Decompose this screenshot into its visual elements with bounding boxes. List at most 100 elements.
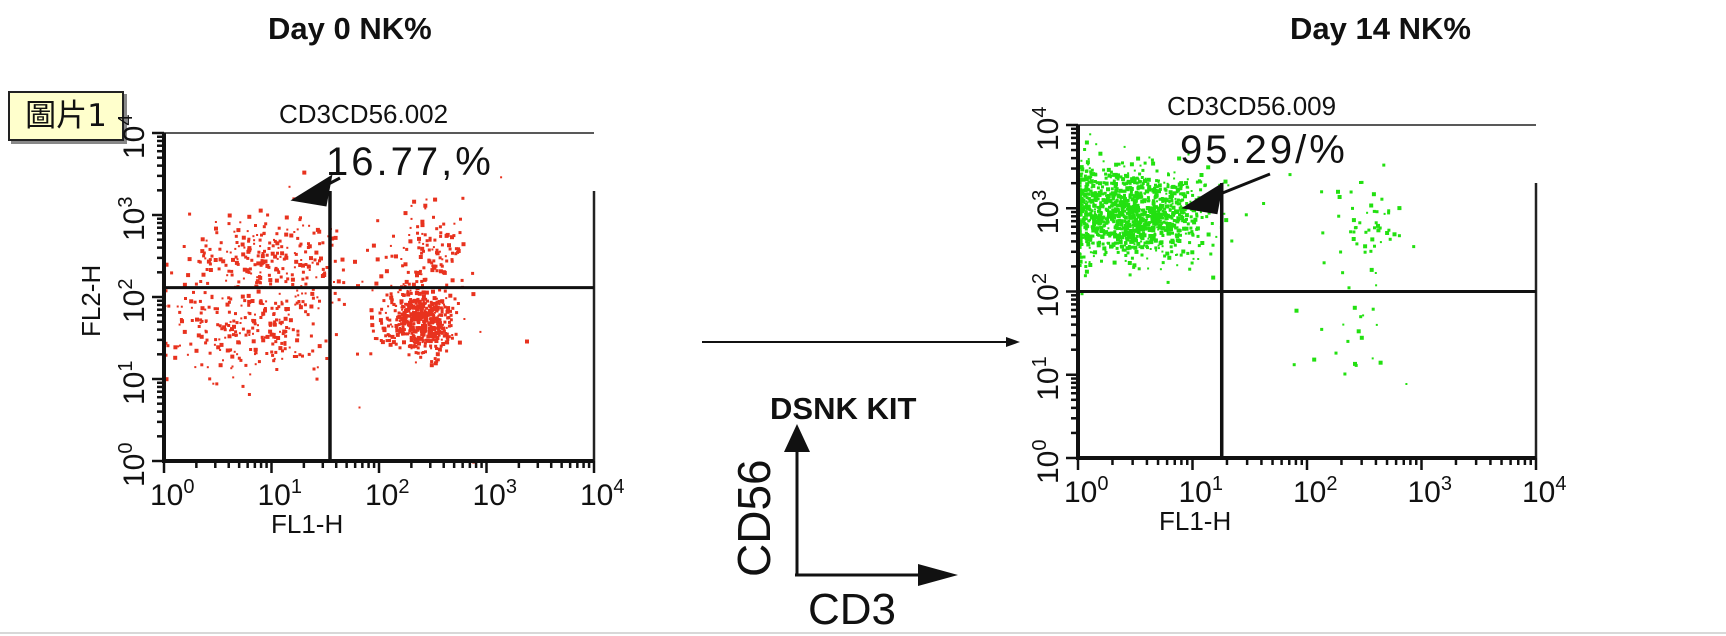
scatter-point: [1177, 232, 1180, 235]
scatter-point: [419, 355, 423, 359]
scatter-point: [274, 266, 278, 270]
scatter-point: [1140, 240, 1143, 243]
scatter-point: [1178, 206, 1183, 211]
scatter-point: [214, 338, 218, 342]
scatter-point: [1151, 201, 1156, 206]
scatter-point: [1127, 261, 1132, 265]
scatter-point: [1134, 199, 1138, 203]
scatter-point: [286, 228, 289, 231]
scatter-point: [1149, 248, 1152, 250]
scatter-point: [440, 331, 444, 335]
scatter-point: [1150, 215, 1154, 219]
scatter-point: [1143, 161, 1147, 165]
scatter-point: [413, 344, 416, 348]
scatter-point: [1087, 192, 1091, 196]
scatter-point: [433, 198, 437, 202]
scatter-point: [1186, 191, 1190, 195]
scatter-point: [1363, 250, 1367, 254]
scatter-point: [1163, 254, 1167, 258]
scatter-point: [418, 255, 423, 259]
scatter-point: [279, 275, 283, 279]
scatter-point: [448, 293, 453, 298]
scatter-point: [1371, 357, 1374, 360]
scatter-point: [1088, 237, 1092, 241]
x-axis-label: FL1-H: [271, 509, 343, 539]
scatter-point: [270, 350, 274, 354]
scatter-point: [1366, 211, 1369, 214]
scatter-point: [318, 242, 322, 246]
scatter-point: [1090, 194, 1093, 197]
scatter-point: [1349, 230, 1353, 234]
scatter-point: [204, 257, 207, 260]
scatter-point: [416, 297, 420, 301]
scatter-point: [235, 321, 239, 325]
scatter-point: [1123, 165, 1126, 168]
scatter-point: [1095, 220, 1100, 225]
scatter-point: [1090, 225, 1094, 229]
scatter-point: [393, 309, 397, 313]
scatter-point: [431, 338, 435, 342]
scatter-point: [190, 319, 194, 322]
scatter-point: [1129, 205, 1134, 210]
scatter-point: [218, 338, 221, 341]
scatter-point: [1149, 240, 1154, 245]
scatter-point: [1109, 170, 1113, 174]
scatter-point: [1078, 264, 1082, 267]
scatter-point: [406, 320, 410, 324]
scatter-point: [438, 269, 443, 274]
scatter-point: [447, 243, 451, 248]
scatter-point: [1172, 213, 1176, 217]
scatter-point: [1117, 204, 1121, 208]
scatter-point: [1136, 156, 1141, 161]
scatter-point: [1206, 165, 1211, 170]
scatter-point: [1114, 225, 1119, 230]
scatter-point: [321, 241, 325, 245]
scatter-point: [1151, 213, 1156, 218]
scatter-point: [247, 311, 250, 314]
scatter-point: [438, 318, 442, 322]
scatter-point: [442, 329, 446, 333]
scatter-point: [356, 284, 360, 289]
scatter-point: [296, 289, 299, 292]
scatter-point: [434, 357, 436, 360]
scatter-point: [285, 299, 289, 303]
scatter-point: [1122, 196, 1125, 199]
scatter-point: [1148, 156, 1151, 159]
scatter-point: [309, 334, 313, 338]
scatter-point: [298, 305, 303, 310]
scatter-point: [385, 293, 389, 297]
kit-label: DSNK KIT: [770, 391, 916, 426]
scatter-point: [1120, 213, 1123, 216]
scatter-point: [361, 280, 364, 283]
scatter-point: [1092, 219, 1097, 224]
scatter-point: [1337, 195, 1342, 199]
scatter-point: [239, 322, 242, 324]
scatter-point: [416, 271, 421, 275]
scatter-point: [1107, 200, 1110, 203]
scatter-point: [401, 305, 405, 308]
scatter-point: [248, 334, 251, 336]
scatter-point: [450, 278, 455, 283]
scatter-point: [1078, 220, 1083, 225]
scatter-point: [225, 302, 230, 307]
scatter-point: [246, 256, 250, 260]
scatter-point: [1120, 190, 1123, 193]
scatter-point: [414, 344, 418, 348]
scatter-point: [206, 259, 211, 264]
scatter-point: [186, 273, 191, 278]
scatter-point: [1164, 221, 1167, 224]
scatter-point: [1087, 219, 1091, 223]
scatter-point: [415, 299, 419, 303]
scatter-point: [410, 347, 413, 350]
scatter-point: [224, 263, 228, 267]
scatter-point: [1151, 228, 1156, 233]
scatter-point: [227, 324, 231, 327]
scatter-point: [238, 332, 241, 335]
scatter-point: [441, 302, 444, 305]
scatter-point: [1379, 241, 1382, 244]
scatter-point: [333, 235, 338, 240]
scatter-point: [331, 301, 334, 304]
scatter-point: [1085, 223, 1089, 227]
scatter-point: [1151, 237, 1155, 241]
scatter-point: [273, 239, 277, 243]
